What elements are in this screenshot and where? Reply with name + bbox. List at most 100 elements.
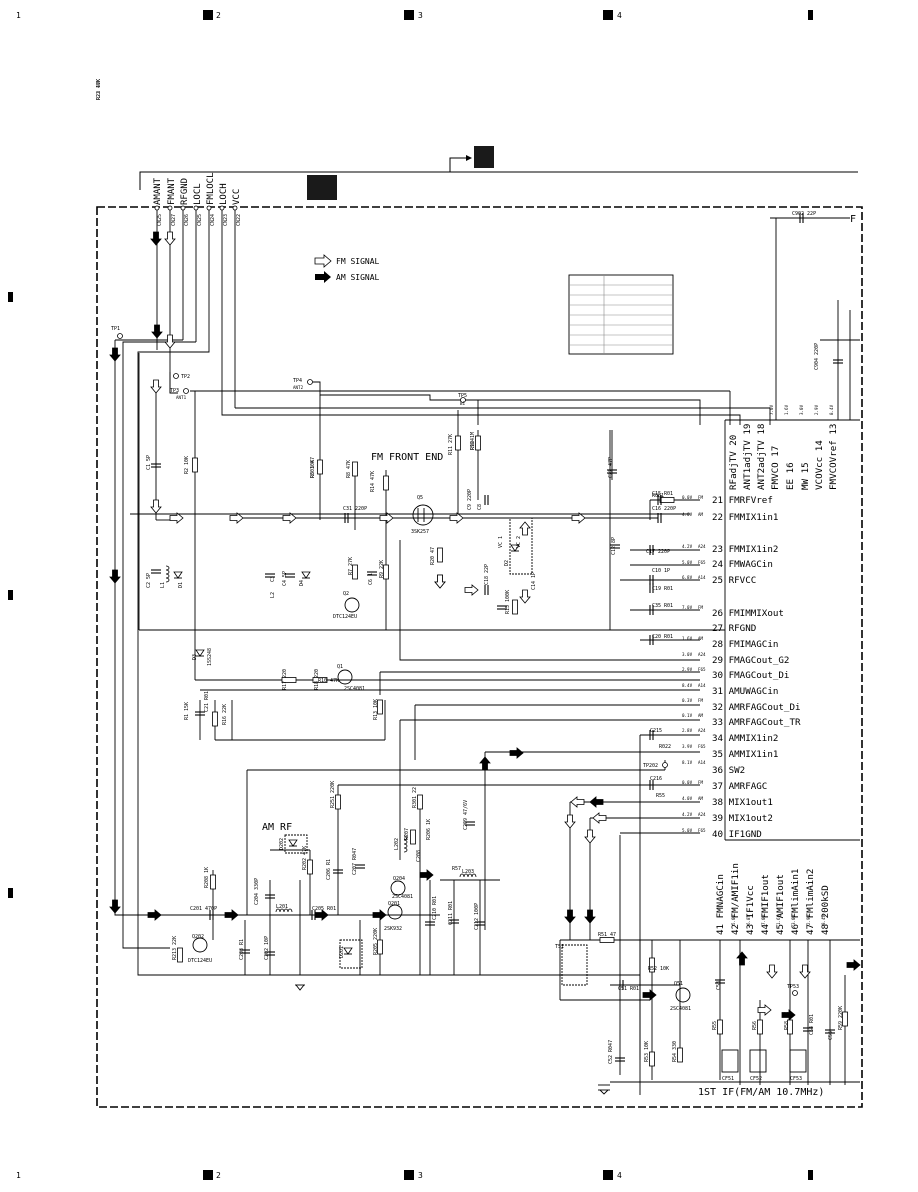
filter-ref-1: CF52 — [750, 1076, 762, 1082]
voltage-reading: 8.4V — [682, 683, 693, 688]
c3-capacitor — [265, 573, 275, 578]
band-tag: F65 — [698, 560, 706, 565]
t51-symbol — [561, 944, 588, 986]
q5-part: 3SK257 — [411, 529, 429, 535]
am-signal-arrow-icon — [224, 909, 239, 921]
res-ref-31: R301 22 — [412, 787, 418, 808]
cap-ref-23: C203 R1 — [239, 939, 245, 960]
border-numbers-bottom: 1 2 3 4 — [16, 1171, 622, 1180]
q1-symbol — [337, 669, 353, 685]
cap-ref-9: C14 1P — [531, 572, 537, 590]
cap-ref-18: C21 R01 — [204, 691, 210, 712]
voltage-reading: 0.0V — [682, 780, 693, 785]
c209-capacitor — [425, 921, 435, 926]
band-tag: AM — [698, 636, 704, 641]
fm-signal-arrow-icon — [164, 231, 176, 246]
am-signal-arrow-icon — [372, 909, 387, 921]
voltage-reading: 3.0V — [682, 652, 693, 657]
band-tag: A24 — [698, 728, 706, 733]
c31-capacitor — [344, 513, 349, 523]
ic-pin-40: 40 IF1GND — [712, 829, 762, 840]
coil-ref-0: L1 — [160, 582, 166, 588]
q5-ref: Q5 — [417, 495, 423, 501]
legend: FM SIGNAL AM SIGNAL — [314, 254, 380, 283]
signal-arrows — [109, 231, 861, 1021]
tp3-label: TP3 — [170, 388, 179, 394]
ic-pin-29: 29 FMAGCout_G2 — [712, 655, 789, 666]
c52-capacitor — [615, 1057, 625, 1062]
legend-am: AM SIGNAL — [336, 273, 380, 282]
fm-signal-arrow-icon — [799, 964, 811, 979]
res-ref-8: R12 1M — [470, 432, 476, 450]
band-tag: AM — [698, 713, 704, 718]
c206-capacitor — [333, 869, 343, 874]
res-ref-28: R208 1K — [204, 867, 210, 888]
cn-ref-4: CN25 — [197, 214, 203, 226]
cap-ref-30: C210 R01 — [432, 896, 438, 920]
res-ref-27: R207 — [404, 828, 410, 840]
d202-diode-icon — [288, 839, 298, 847]
tp4-net: ANT2 — [293, 385, 304, 390]
cap-ref-17: C20 R01 — [652, 634, 673, 640]
cf52-symbol — [749, 1049, 767, 1073]
res-ref-26: R206 1K — [426, 819, 432, 840]
r6-resistor — [317, 459, 323, 475]
c20-capacitor — [649, 635, 654, 645]
c205-capacitor — [311, 910, 316, 920]
am-signal-arrow-icon — [314, 909, 329, 921]
q51-symbol — [675, 987, 691, 1003]
fm-signal-arrow-icon — [571, 512, 586, 524]
q5-symbol — [412, 504, 434, 526]
border-top-2: 2 — [216, 11, 221, 20]
q202-symbol — [192, 937, 208, 953]
c16-capacitor — [657, 513, 662, 523]
cap-ref-37: C54 R01 — [809, 1014, 815, 1035]
cap-ref-2: C3 — [270, 576, 276, 582]
fm-signal-arrow-icon — [757, 1004, 772, 1016]
c15-capacitor — [657, 495, 662, 505]
cap-ref-27: C207 R047 — [352, 848, 358, 875]
vc-trimmer-symbol — [509, 517, 533, 575]
tp5-net: B1 — [460, 401, 466, 406]
c207-capacitor — [355, 864, 365, 869]
am-signal-arrow-icon — [151, 324, 163, 339]
ic-pin-17: FMVCO 17 — [770, 446, 781, 490]
r2-resistor — [192, 457, 198, 473]
am-signal-arrow-icon — [564, 909, 576, 924]
ic-pin-38: 38 MIX1out1 — [712, 797, 773, 808]
band-tag: FM — [698, 698, 704, 703]
tp5-label: TP5 — [458, 393, 467, 399]
cap-ref-4: C31 220P — [343, 506, 367, 512]
res-ref-4: R8 47K — [346, 460, 352, 478]
res-ref-0: R1 15K — [184, 702, 190, 720]
pin-rfgnd: RFGND — [180, 178, 190, 205]
r18-resistor — [383, 475, 389, 491]
voltage-reading: 8.4V — [821, 914, 826, 925]
r51-resistor — [599, 937, 615, 943]
c1-capacitor — [151, 463, 161, 468]
cap-ref-20: C216 — [650, 776, 662, 782]
r16-resistor — [212, 711, 218, 727]
r202-resistor — [307, 859, 313, 875]
wiring — [114, 210, 860, 1095]
ic-pin-36: 36 SW2 — [712, 765, 745, 776]
coil-ref-4: L203 — [462, 869, 474, 875]
band-tag: AM — [698, 512, 704, 517]
res-ref-7: R11 27K — [448, 434, 454, 455]
ic-pin-23: 23 FMMIX1in2 — [712, 544, 778, 555]
border-top-1: 1 — [16, 11, 21, 20]
ic-pin-42: 42 FM/AMIF1in — [730, 863, 741, 935]
r20-resistor — [437, 547, 443, 563]
r59-resistor — [842, 1011, 848, 1027]
cap-ref-26: C206 R1 — [326, 859, 332, 880]
c2-capacitor — [151, 569, 161, 574]
voltage-reading: 5.0V — [682, 560, 693, 565]
res-ref-9: R13 10K — [373, 699, 379, 720]
r58-resistor — [787, 1019, 793, 1035]
am-signal-arrow-icon — [150, 231, 162, 246]
test-points: TP1 TP2 TP3 ANT1 TP4 ANT2 TP5 B1 TP202 T… — [111, 326, 799, 996]
res-ref-21: R56 — [752, 1021, 758, 1030]
res-ref-12: R16 22K — [222, 704, 228, 725]
